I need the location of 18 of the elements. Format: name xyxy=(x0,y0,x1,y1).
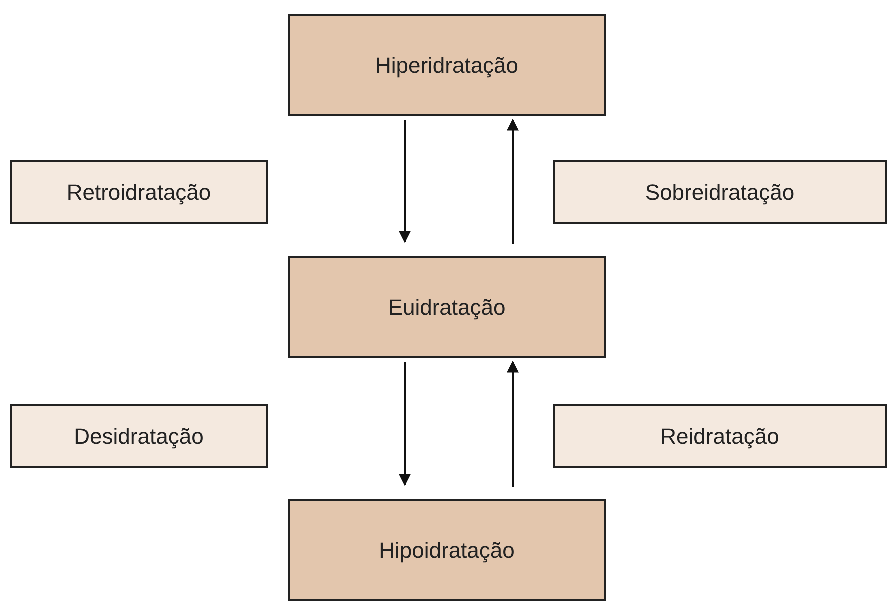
state-box xyxy=(288,256,606,358)
arrow xyxy=(399,120,411,244)
arrow xyxy=(507,118,519,244)
state-box xyxy=(288,14,606,116)
node-text: Sobreidratação xyxy=(645,178,795,207)
process-label-box xyxy=(10,404,268,468)
node-text: Hiperidratação xyxy=(375,52,519,80)
node-text: Reidratação xyxy=(660,422,780,451)
process-label-box xyxy=(553,404,887,468)
process-label-box xyxy=(10,160,268,224)
node-text: Desidratação xyxy=(74,422,204,451)
node-text: Retroidratação xyxy=(66,178,212,207)
node-text: Euidratação xyxy=(388,294,506,322)
arrow xyxy=(399,362,411,486)
process-label-box xyxy=(553,160,887,224)
node-text: Hipoidratação xyxy=(379,536,515,565)
arrow xyxy=(507,360,519,487)
state-box xyxy=(288,499,606,601)
